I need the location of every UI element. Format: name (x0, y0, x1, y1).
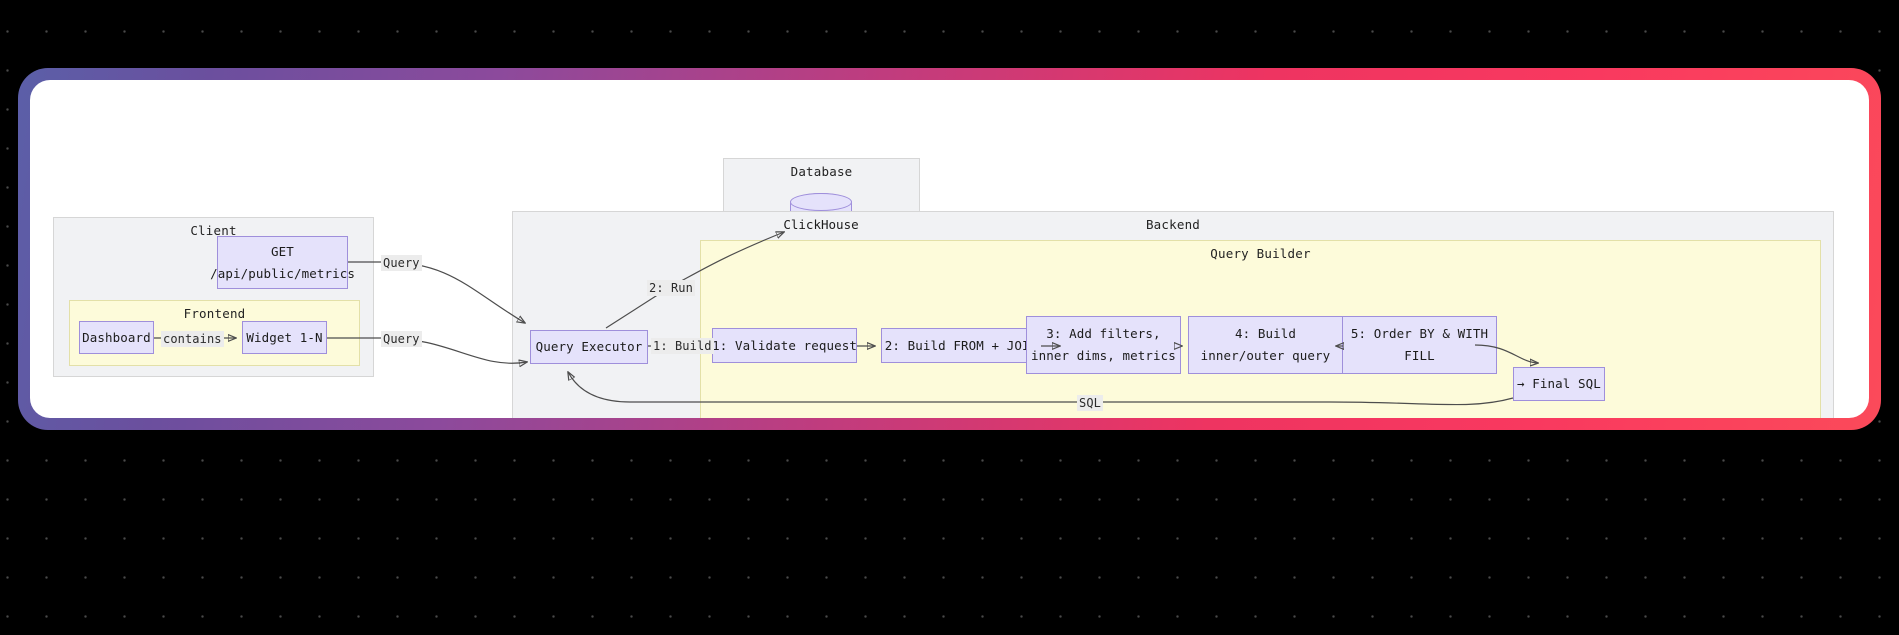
edge-label-run: 2: Run (647, 280, 695, 296)
node-step-1-validate-request[interactable]: 1: Validate request (712, 328, 857, 363)
node-dashboard-label: Dashboard (82, 329, 151, 345)
node-final-sql-label: → Final SQL (1517, 376, 1601, 392)
node-step-4-line-2: inner/outer query (1200, 348, 1331, 363)
node-step-4-build-inner-outer-query[interactable]: 4: Build inner/outer query (1188, 316, 1343, 374)
node-step-5-line-2: FILL (1404, 348, 1435, 363)
edge-label-query-get: Query (381, 255, 422, 271)
edge-label-build: 1: Build (651, 338, 714, 354)
edge-query-from-get (348, 261, 525, 323)
node-dashboard[interactable]: Dashboard (79, 321, 154, 354)
node-step-3-line-2: inner dims, metrics (1031, 348, 1176, 363)
node-get-endpoint[interactable]: GET /api/public/metrics (210, 236, 355, 289)
node-step-2-label: 2: Build FROM + JOIN (884, 337, 1038, 353)
node-step-5-line-1: 5: Order BY & WITH (1350, 326, 1489, 342)
group-query-builder-label: Query Builder (1210, 246, 1311, 261)
node-query-executor-label: Query Executor (535, 339, 643, 355)
edge-label-sql: SQL (1077, 395, 1103, 411)
node-step-5-order-by-with-fill[interactable]: 5: Order BY & WITH FILL (1342, 316, 1497, 374)
group-frontend-label: Frontend (183, 306, 246, 321)
group-backend-label: Backend (1145, 217, 1201, 232)
node-step-3-line-1: 3: Add filters, (1046, 326, 1161, 342)
node-step-1-label: 1: Validate request (712, 337, 857, 353)
node-step-2-build-from-join[interactable]: 2: Build FROM + JOIN (881, 328, 1041, 363)
node-get-endpoint-line-1: GET (271, 243, 294, 259)
diagram-canvas: Database ClickHouse Client GET /api/publ… (30, 80, 1869, 418)
group-database-label: Database (790, 164, 853, 179)
node-query-executor[interactable]: Query Executor (530, 330, 648, 364)
edge-label-query-widget: Query (381, 331, 422, 347)
node-step-4-line-1: 4: Build (1234, 326, 1296, 342)
node-clickhouse-label: ClickHouse (783, 217, 859, 232)
architecture-diagram: Database ClickHouse Client GET /api/publ… (30, 80, 1869, 418)
node-step-3-add-filters[interactable]: 3: Add filters, inner dims, metrics (1026, 316, 1181, 374)
node-widget[interactable]: Widget 1-N (242, 321, 327, 354)
group-client-label: Client (190, 223, 237, 238)
node-get-endpoint-line-2: /api/public/metrics (210, 265, 355, 281)
node-final-sql[interactable]: → Final SQL (1513, 367, 1605, 401)
edge-label-contains: contains (161, 331, 224, 347)
node-widget-label: Widget 1-N (246, 329, 323, 345)
